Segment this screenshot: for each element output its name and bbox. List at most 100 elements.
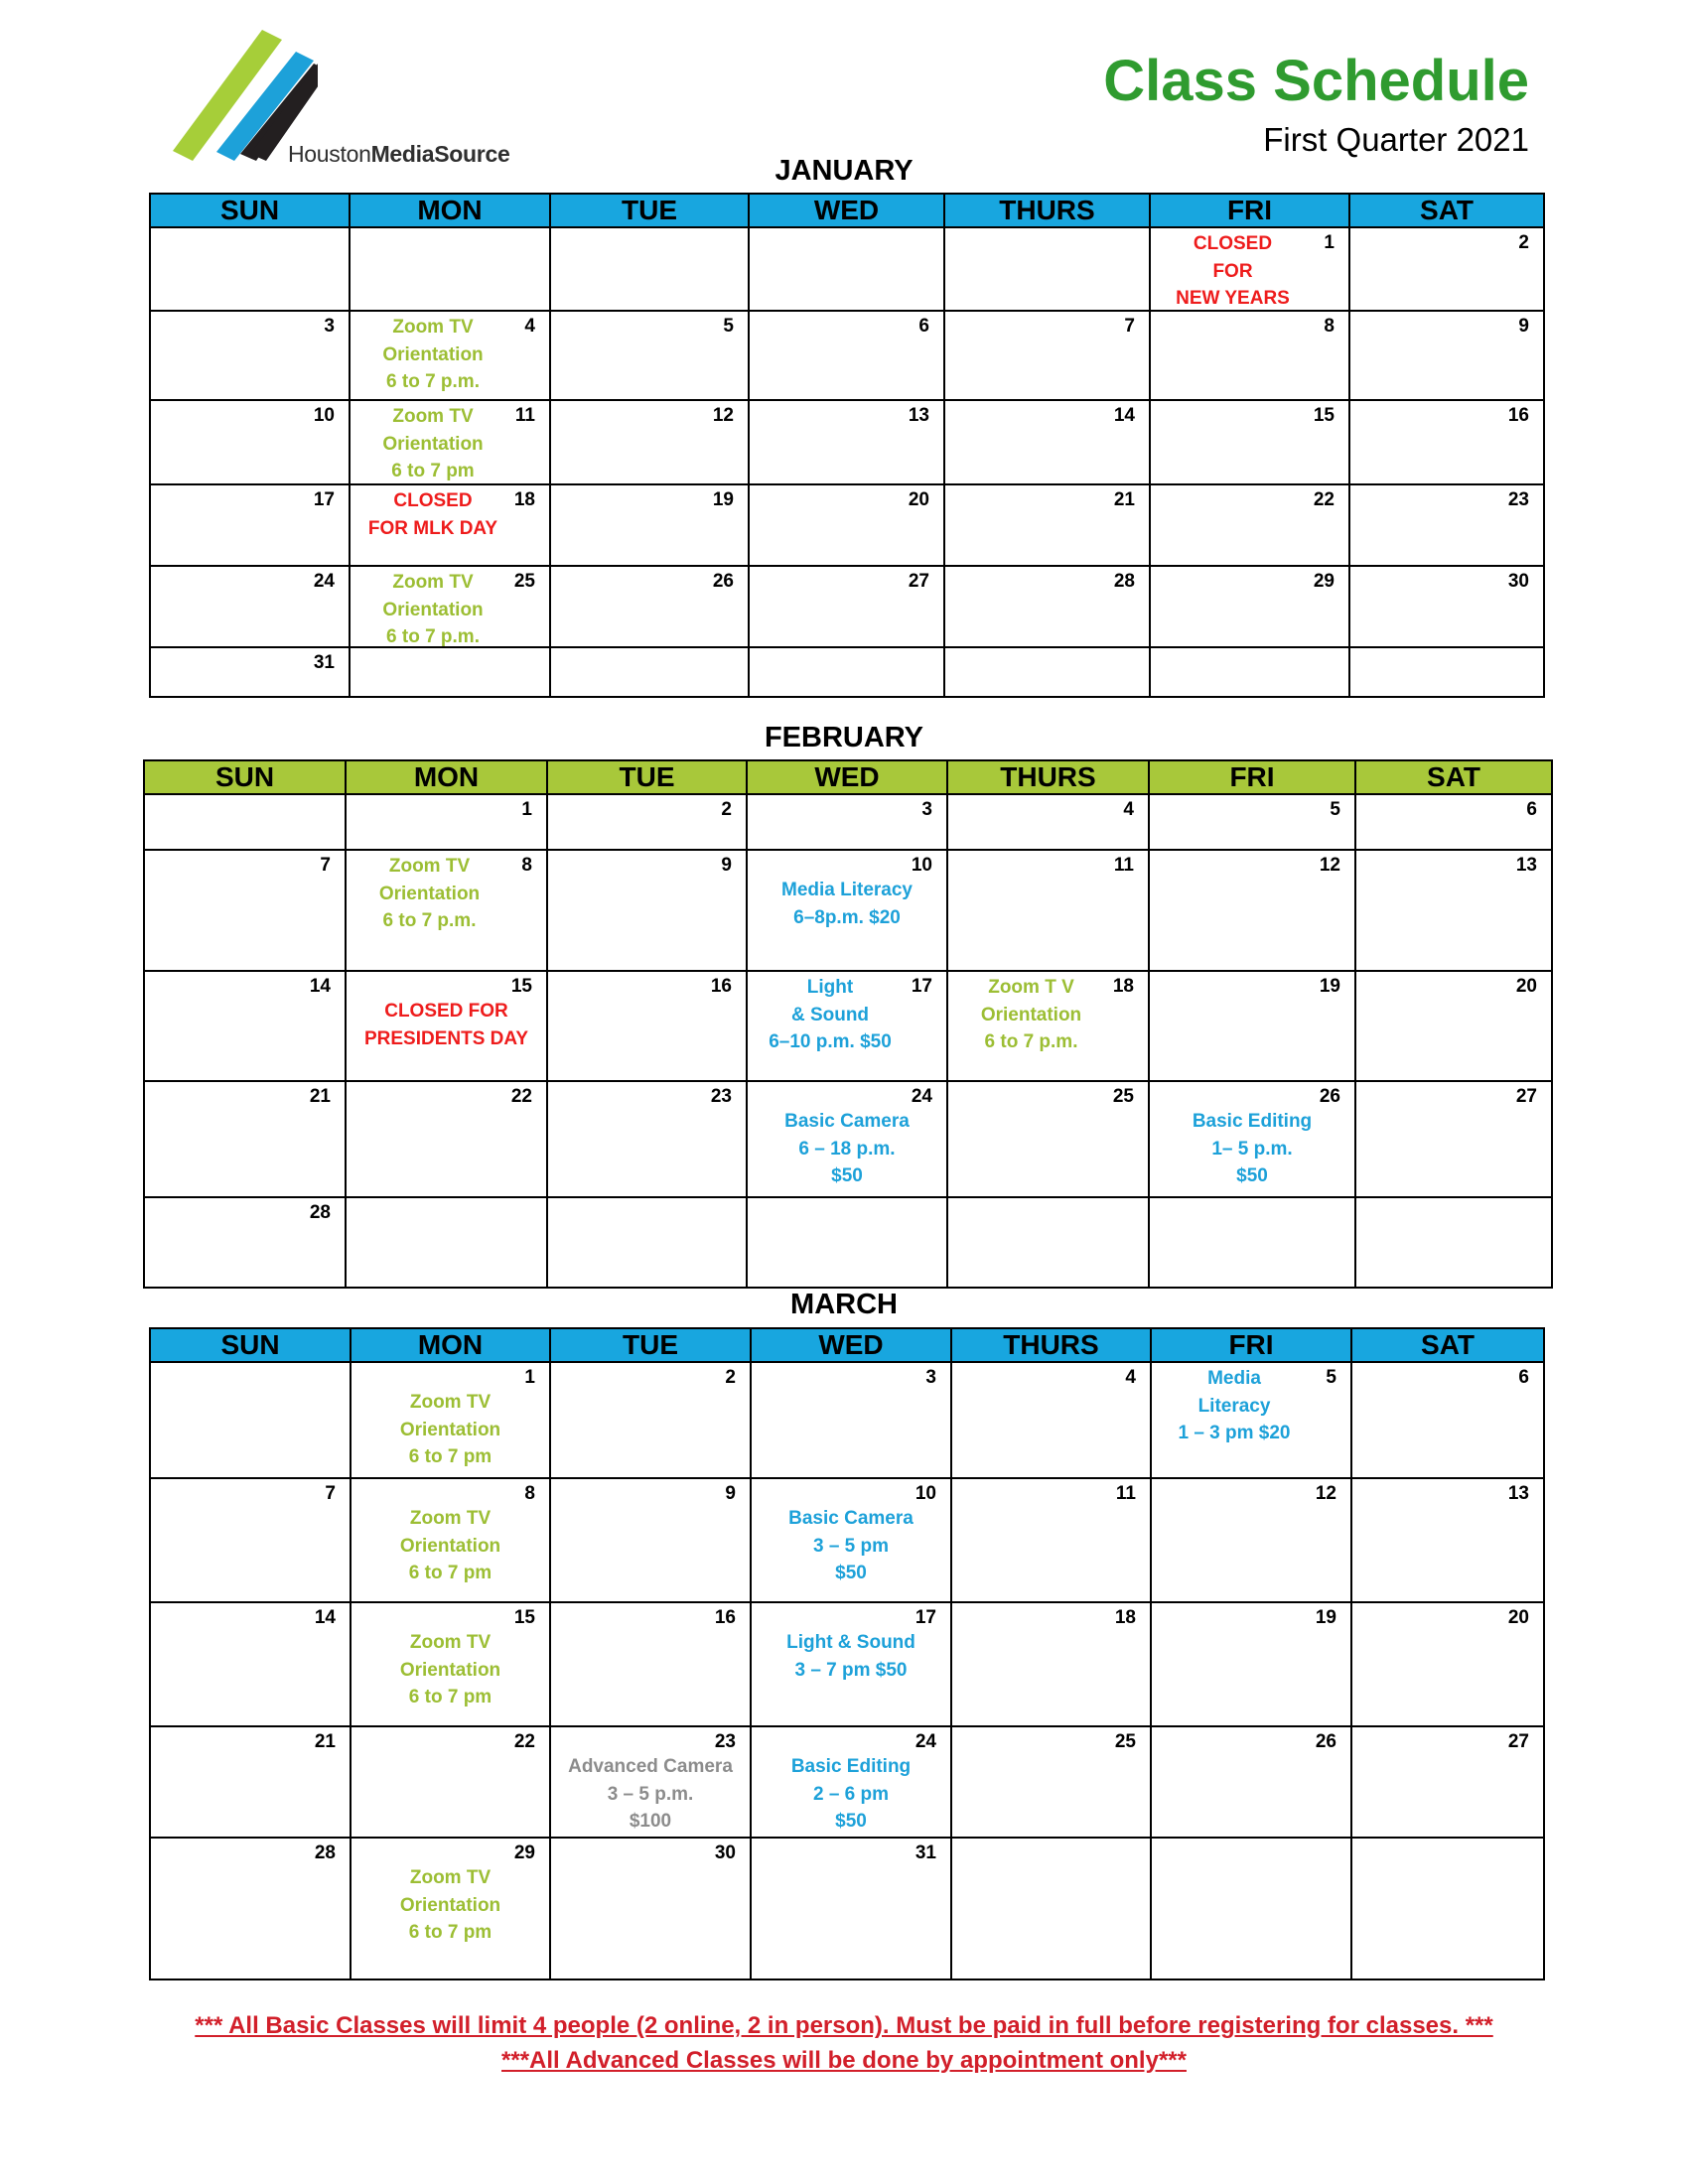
class-event: Zoom TV Orientation 6 to 7 pm bbox=[399, 1632, 501, 1707]
day-number: 9 bbox=[725, 1483, 736, 1504]
weekday-header-sun: SUN bbox=[143, 759, 347, 795]
day-number: 26 bbox=[712, 571, 734, 592]
day-number: 7 bbox=[320, 855, 331, 876]
weekday-header-fri: FRI bbox=[1149, 193, 1350, 228]
class-event: Light & Sound 6–10 p.m. $50 bbox=[769, 977, 892, 1052]
day-number: 3 bbox=[324, 316, 335, 337]
weekday-header-thurs: THURS bbox=[943, 193, 1151, 228]
class-event: Media Literacy 6–8p.m. $20 bbox=[781, 880, 913, 928]
weekday-header-sun: SUN bbox=[149, 1327, 352, 1363]
day-number: 22 bbox=[1313, 489, 1335, 510]
logo-text-bold: MediaSource bbox=[370, 141, 510, 167]
day-cell: 28 bbox=[143, 1196, 347, 1289]
day-cell bbox=[345, 1196, 548, 1289]
day-number: 23 bbox=[1507, 489, 1529, 510]
class-event: Zoom TV Orientation 6 to 7 p.m. bbox=[378, 856, 481, 931]
day-cell: 11 bbox=[950, 1477, 1152, 1603]
class-event: Basic Editing 1– 5 p.m. $50 bbox=[1192, 1111, 1313, 1186]
day-cell: 2 bbox=[546, 793, 748, 851]
weekday-header-tue: TUE bbox=[549, 193, 750, 228]
day-cell bbox=[143, 793, 347, 851]
day-cell bbox=[549, 226, 750, 312]
day-cell: 27 bbox=[1350, 1725, 1545, 1839]
footer-note-advanced-classes: ***All Advanced Classes will be done by … bbox=[501, 2047, 1187, 2074]
day-number: 18 bbox=[1112, 976, 1134, 997]
day-number: 26 bbox=[1319, 1086, 1340, 1107]
day-number: 22 bbox=[513, 1731, 535, 1752]
day-cell: 14 bbox=[143, 970, 347, 1082]
day-cell: 9 bbox=[549, 1477, 752, 1603]
day-cell: 16 bbox=[1348, 399, 1545, 485]
page-title: Class Schedule bbox=[1103, 49, 1529, 113]
day-cell bbox=[943, 226, 1151, 312]
day-cell: 6 bbox=[748, 310, 945, 401]
day-cell: 26 bbox=[1150, 1725, 1352, 1839]
day-cell: 21 bbox=[943, 483, 1151, 567]
day-number: 24 bbox=[914, 1731, 936, 1752]
day-number: 15 bbox=[510, 976, 532, 997]
day-number: 27 bbox=[1507, 1731, 1529, 1752]
day-cell: 4 bbox=[946, 793, 1150, 851]
weekday-header-fri: FRI bbox=[1148, 759, 1356, 795]
day-number: 15 bbox=[1313, 405, 1335, 426]
day-number: 6 bbox=[1526, 799, 1537, 820]
day-number: 13 bbox=[908, 405, 929, 426]
day-number: 20 bbox=[908, 489, 929, 510]
day-cell: 20 bbox=[748, 483, 945, 567]
day-number: 4 bbox=[524, 316, 535, 337]
day-number: 30 bbox=[714, 1843, 736, 1863]
day-cell: 5 bbox=[549, 310, 750, 401]
weekday-header-sat: SAT bbox=[1354, 759, 1553, 795]
day-cell bbox=[1149, 646, 1350, 698]
day-number: 5 bbox=[1330, 799, 1340, 820]
class-event: Light & Sound 3 – 7 pm $50 bbox=[786, 1632, 915, 1681]
day-cell: 19 bbox=[549, 483, 750, 567]
day-number: 23 bbox=[710, 1086, 732, 1107]
day-cell: 7 bbox=[943, 310, 1151, 401]
day-cell: 6 bbox=[1350, 1361, 1545, 1479]
class-event: Zoom TV Orientation 6 to 7 pm bbox=[399, 1392, 501, 1467]
day-number: 8 bbox=[1324, 316, 1335, 337]
class-event: Zoom TV Orientation 6 to 7 pm bbox=[399, 1867, 501, 1943]
day-number: 1 bbox=[521, 799, 532, 820]
day-cell: 5 bbox=[1148, 793, 1356, 851]
day-number: 19 bbox=[1319, 976, 1340, 997]
day-cell bbox=[748, 646, 945, 698]
day-number: 17 bbox=[911, 976, 932, 997]
day-number: 24 bbox=[911, 1086, 932, 1107]
week-row: 28 bbox=[143, 1196, 1553, 1289]
day-number: 21 bbox=[309, 1086, 331, 1107]
day-cell bbox=[549, 646, 750, 698]
day-cell: 31 bbox=[750, 1837, 952, 1980]
day-cell: 9 bbox=[1348, 310, 1545, 401]
day-number: 28 bbox=[314, 1843, 336, 1863]
day-cell: 6 bbox=[1354, 793, 1553, 851]
day-cell: 19 bbox=[1150, 1601, 1352, 1727]
day-cell: 17 Light & Sound 6–10 p.m. $50 bbox=[746, 970, 948, 1082]
footer-note-basic-classes: *** All Basic Classes will limit 4 peopl… bbox=[195, 2012, 1493, 2039]
day-cell: 31 bbox=[149, 646, 351, 698]
day-number: 6 bbox=[918, 316, 929, 337]
day-cell: 16 bbox=[549, 1601, 752, 1727]
week-row: 31 bbox=[149, 646, 1545, 698]
class-event: Basic Camera 3 – 5 pm $50 bbox=[788, 1508, 914, 1583]
class-event: Zoom TV Orientation 6 to 7 p.m. bbox=[382, 572, 484, 647]
day-cell: 10 bbox=[149, 399, 351, 485]
